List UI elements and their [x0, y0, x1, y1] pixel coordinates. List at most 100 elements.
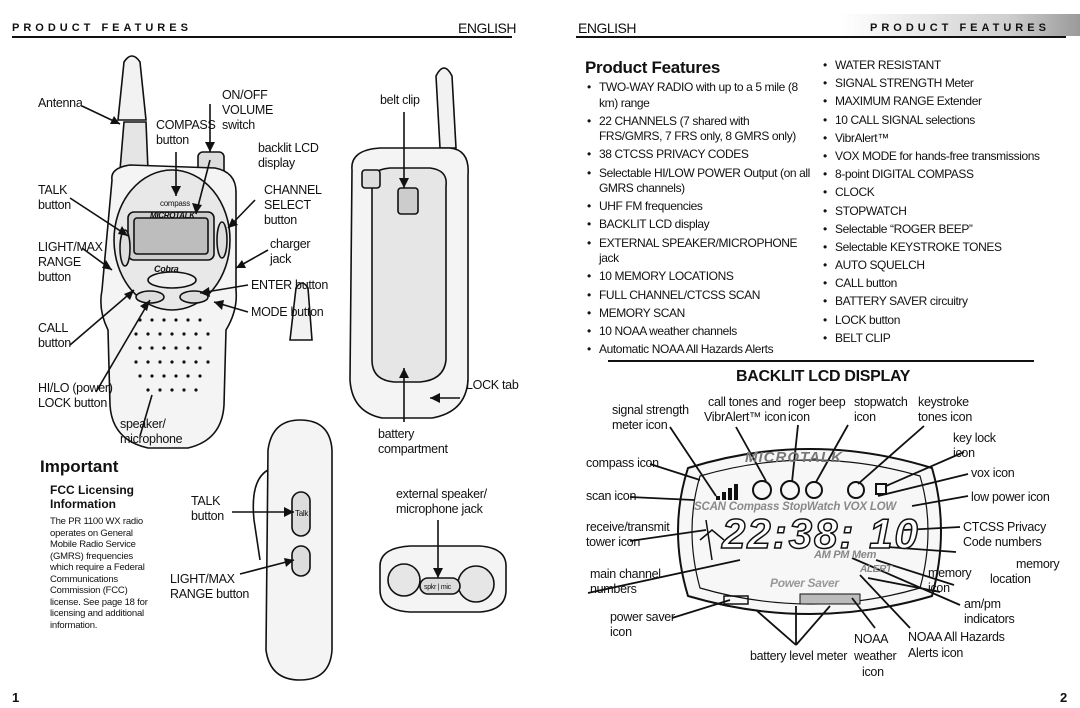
feature-item: BATTERY SAVER circuitry	[821, 294, 1066, 310]
label-compass-button: button	[156, 133, 189, 147]
label-speaker: speaker/	[120, 417, 166, 431]
radio-diagrams-left	[69, 55, 507, 681]
lcd-label-alerts-icon: Alerts icon	[908, 646, 964, 660]
lcd-diagram	[587, 424, 969, 646]
right-header: PRODUCT FEATURES	[870, 22, 1050, 34]
lcd-label-weather: weather	[854, 649, 897, 663]
label-microphone: microphone	[120, 432, 183, 446]
feature-item: 8-point DIGITAL COMPASS	[821, 167, 1066, 183]
lcd-label-main-channel: main channel	[590, 567, 661, 581]
important-subtitle-line2: Information	[50, 497, 116, 511]
important-subtitle-line1: FCC Licensing	[50, 483, 135, 497]
label-compartment: compartment	[378, 442, 448, 456]
lcd-title: BACKLIT LCD DISPLAY	[736, 368, 911, 385]
label-call-button: button	[38, 336, 71, 350]
important-title: Important	[40, 457, 119, 476]
label-lock-tab: LOCK tab	[466, 378, 519, 392]
label-select-button: button	[264, 213, 297, 227]
feature-item: 38 CTCSS PRIVACY CODES	[585, 147, 815, 163]
lcd-label-am-pm: am/pm	[964, 597, 1001, 611]
feature-item: EXTERNAL SPEAKER/MICROPHONE jack	[585, 236, 815, 267]
right-page: ENGLISH PRODUCT FEATURES Product Feature…	[540, 0, 1080, 708]
label-select: SELECT	[264, 198, 311, 212]
label-jack: jack	[270, 252, 292, 266]
label-on-off: ON/OFF	[222, 88, 268, 102]
lcd-label-location: location	[990, 572, 1031, 586]
label-antenna: Antenna	[38, 96, 83, 110]
lcd-label-compass-icon: compass icon	[586, 456, 659, 470]
label-hilo: HI/LO (power)	[38, 381, 113, 395]
label-belt-clip: belt clip	[380, 93, 420, 107]
lcd-power-saver-text: Power Saver	[770, 576, 839, 590]
lcd-label-code-numbers: Code numbers	[963, 535, 1042, 549]
label-lock-button: LOCK button	[38, 396, 107, 410]
lcd-label-meter-icon: meter icon	[612, 418, 668, 432]
label-mode-button: MODE button	[251, 305, 324, 319]
feature-item: WATER RESISTANT	[821, 58, 1066, 74]
important-body: The PR 1100 WX radio operates on General…	[50, 516, 148, 631]
features-list-col1: TWO-WAY RADIO with up to a 5 mile (8 km)…	[585, 80, 815, 360]
lcd-label-noaa: NOAA	[854, 632, 889, 646]
lcd-label-key-lock-icon: icon	[953, 446, 975, 460]
label-call: CALL	[38, 321, 69, 335]
feature-item: BELT CLIP	[821, 331, 1066, 347]
left-page: PRODUCT FEATURES ENGLISH	[12, 20, 519, 705]
lcd-label-keystroke: keystroke	[918, 395, 969, 409]
feature-item: Selectable HI/LOW POWER Output (on all G…	[585, 166, 815, 197]
lcd-label-battery-level: battery level meter	[750, 649, 848, 663]
device-talk-text: Talk	[295, 509, 309, 518]
lcd-brand-text: MICROTALK	[745, 449, 843, 466]
right-language: ENGLISH	[578, 20, 636, 36]
label-talk-button: button	[38, 198, 71, 212]
feature-item: TWO-WAY RADIO with up to a 5 mile (8 km)…	[585, 80, 815, 111]
lcd-label-call-tones: call tones and	[708, 395, 781, 409]
lcd-label-stopwatch: stopwatch	[854, 395, 908, 409]
device-brand-text: MICROTALK	[150, 211, 195, 220]
features-title: Product Features	[585, 58, 721, 77]
lcd-scan-row-text: SCAN Compass StopWatch VOX LOW	[694, 501, 897, 513]
label-backlit-lcd: backlit LCD	[258, 141, 319, 155]
label-mic-jack: microphone jack	[396, 502, 483, 516]
feature-item: MAXIMUM RANGE Extender	[821, 94, 1066, 110]
lcd-label-key-lock: key lock	[953, 431, 996, 445]
lcd-label-power-saver: power saver	[610, 610, 675, 624]
lcd-ampm-text: AM PM Mem	[814, 549, 877, 561]
lcd-section-rule	[608, 360, 1034, 362]
lcd-label-indicators: indicators	[964, 612, 1015, 626]
feature-item: CLOCK	[821, 185, 1066, 201]
right-header-rule	[576, 36, 1066, 38]
label-volume: VOLUME	[222, 103, 273, 117]
lcd-label-low-power-icon: low power icon	[971, 490, 1050, 504]
lcd-label-tones-icon: tones icon	[918, 410, 972, 424]
feature-item: Selectable KEYSTROKE TONES	[821, 240, 1066, 256]
feature-item: CALL button	[821, 276, 1066, 292]
label-charger: charger	[270, 237, 311, 251]
label-talk: TALK	[38, 183, 68, 197]
feature-item: 22 CHANNELS (7 shared with FRS/GMRS, 7 F…	[585, 114, 815, 145]
lcd-alert-text: ALERT	[860, 564, 892, 575]
label-range: RANGE	[38, 255, 81, 269]
lcd-label-ctcss-privacy: CTCSS Privacy	[963, 520, 1046, 534]
label-display: display	[258, 156, 295, 170]
label-enter-button: ENTER button	[251, 278, 328, 292]
lcd-label-roger-icon: icon	[788, 410, 810, 424]
label-range-button: button	[38, 270, 71, 284]
label-switch: switch	[222, 118, 255, 132]
label-talk-side: TALK	[191, 494, 221, 508]
lcd-label-weather-icon: icon	[862, 665, 884, 679]
label-battery: battery	[378, 427, 415, 441]
lcd-digits-text: 22:38: 10	[721, 509, 920, 558]
lcd-label-numbers: numbers	[590, 582, 637, 596]
lcd-label-stopwatch-icon: icon	[854, 410, 876, 424]
label-channel: CHANNEL	[264, 183, 322, 197]
feature-item: Automatic NOAA All Hazards Alerts	[585, 342, 815, 358]
feature-item: 10 CALL SIGNAL selections	[821, 113, 1066, 129]
feature-item: Selectable “ROGER BEEP”	[821, 222, 1066, 238]
lcd-label-roger-beep: roger beep	[788, 395, 846, 409]
lcd-label-signal-strength: signal strength	[612, 403, 689, 417]
feature-item: SIGNAL STRENGTH Meter	[821, 76, 1066, 92]
lcd-label-scan-icon: scan icon	[586, 489, 637, 503]
label-light-max: LIGHT/MAX	[38, 240, 103, 254]
features-list-col2: WATER RESISTANT SIGNAL STRENGTH MeterMAXI…	[821, 58, 1066, 349]
left-header: PRODUCT FEATURES	[12, 22, 192, 34]
